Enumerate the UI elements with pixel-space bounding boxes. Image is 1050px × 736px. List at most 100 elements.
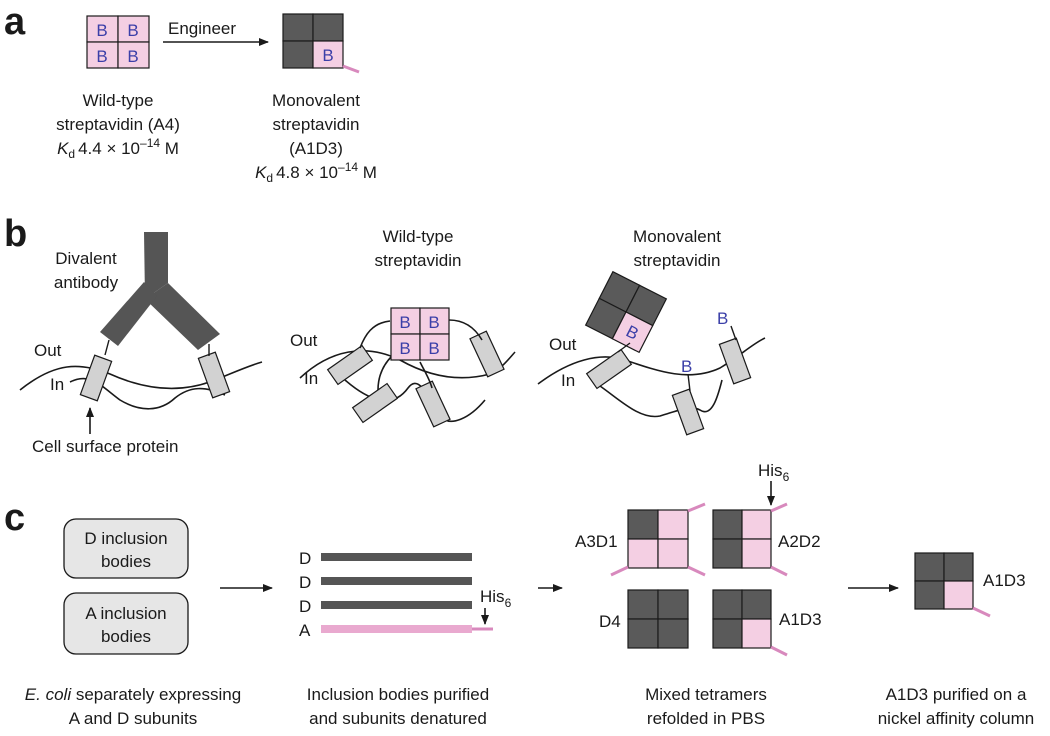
dead-subunit [712,538,743,569]
antibody-label-line2: antibody [54,273,119,292]
nickel-caption-line2: nickel affinity column [878,709,1035,728]
panel-b-label: b [4,213,27,255]
dead-subunit [282,40,314,69]
nickel-caption-line1: A1D3 purified on a [886,685,1027,704]
dead-subunit [627,618,659,649]
in-label: In [561,371,575,390]
a-strand [321,625,472,633]
final-label: A1D3 [983,571,1026,590]
wt-label-line2: streptavidin [375,251,462,270]
final-a1d3: A1D3 [914,552,1026,618]
wt-caption-line2: streptavidin (A4) [56,115,180,134]
engineer-label: Engineer [168,19,236,38]
cell-surface-protein [197,351,231,399]
cell-surface-label: Cell surface protein [32,437,178,456]
linker [617,342,631,353]
cell-surface-protein [79,354,113,402]
mono-label-line1: Monovalent [633,227,721,246]
dead-subunit [657,589,689,620]
membrane-bottom [599,379,723,418]
his-tag [770,645,788,657]
dead-subunit [943,552,974,582]
kd-value: 4.8 × 10 [276,163,338,182]
active-subunit [741,618,772,649]
active-subunit [741,509,772,540]
panel-b: b Divalent antibody Out In Cell surface … [4,213,766,456]
d-strand [321,601,472,609]
antibody-scene: Divalent antibody Out In Cell surface pr… [19,232,263,456]
tetramer-label: A1D3 [779,610,822,629]
his-tag [610,565,629,577]
a-inclusion-line1: A inclusion [85,604,166,623]
linker [359,320,391,349]
d-inclusion-line2: bodies [101,552,151,571]
biotin-label: B [127,47,138,66]
biotin-label: B [681,357,692,376]
kd-symbol: K [57,139,69,158]
kd-exp: –14 [338,160,358,174]
active-subunit [657,538,689,569]
biotin-label: B [399,339,410,358]
in-label: In [50,375,64,394]
dead-subunit [312,13,344,42]
biotin-label: B [717,309,728,328]
panel-c-label: c [4,497,25,539]
mono-caption-line3: (A1D3) [289,139,343,158]
d-strand [321,553,472,561]
in-label: In [304,369,318,388]
kd-sub: d [68,147,75,161]
panel-a-label: a [4,1,26,43]
dead-subunit [712,618,743,649]
wt-subunit [86,41,119,69]
wildtype-scene: B B B B Wild-type streptavidin Out In [290,227,516,428]
active-subunit [312,40,344,69]
out-label: Out [34,341,62,360]
ecoli-caption-line1: E. coli separately expressing [25,685,241,704]
strand-label: D [299,549,311,568]
tetramer-label: A2D2 [778,532,821,551]
dead-subunit [627,509,659,540]
dead-subunit [712,509,743,540]
linker [377,355,393,391]
wildtype-tetramer: B B B B [86,15,150,69]
dead-subunit [914,580,945,610]
cell-surface-protein [326,344,374,386]
kd-sub: d [266,171,273,185]
biotin-label: B [322,46,333,65]
cell-surface-protein [351,382,399,424]
monovalent-tetramer-bound: B [584,270,668,354]
biotin-label: B [96,21,107,40]
strand-label: D [299,573,311,592]
cell-surface-protein [469,330,505,378]
a-inclusion-line2: bodies [101,627,151,646]
antibody-arm [100,282,157,346]
ecoli-caption-line2: A and D subunits [69,709,198,728]
antibody-arm [145,283,220,350]
active-subunit [943,580,974,610]
tetramer-a2d2: A2D2 His6 [712,461,821,577]
out-label: Out [290,331,318,350]
mono-label-line2: streptavidin [634,251,721,270]
biotin-label: B [96,47,107,66]
biotin-label: B [428,339,439,358]
active-subunit [657,509,689,540]
biotin-link [687,373,691,392]
his-label: His6 [480,587,512,610]
panel-a: a B B B B Engineer B Wild-type streptavi… [4,1,377,185]
his-tag [972,606,991,618]
tetramer-a1d3: A1D3 [712,589,822,657]
active-subunit [741,538,772,569]
panel-c: c D inclusion bodies A inclusion bodies … [4,461,1034,728]
kd-value: 4.4 × 10 [78,139,140,158]
wt-caption-line1: Wild-type [83,91,154,110]
dead-subunit [657,618,689,649]
wt-subunit [419,333,450,361]
kd-unit: M [358,163,377,182]
monovalent-scene: B B B Monovalent streptavidin Out In [537,227,766,436]
d-strand [321,577,472,585]
purified-caption-line1: Inclusion bodies purified [307,685,489,704]
dead-subunit [282,13,314,42]
cell-surface-protein [585,348,633,390]
tetramer-a3d1: A3D1 [575,502,706,577]
